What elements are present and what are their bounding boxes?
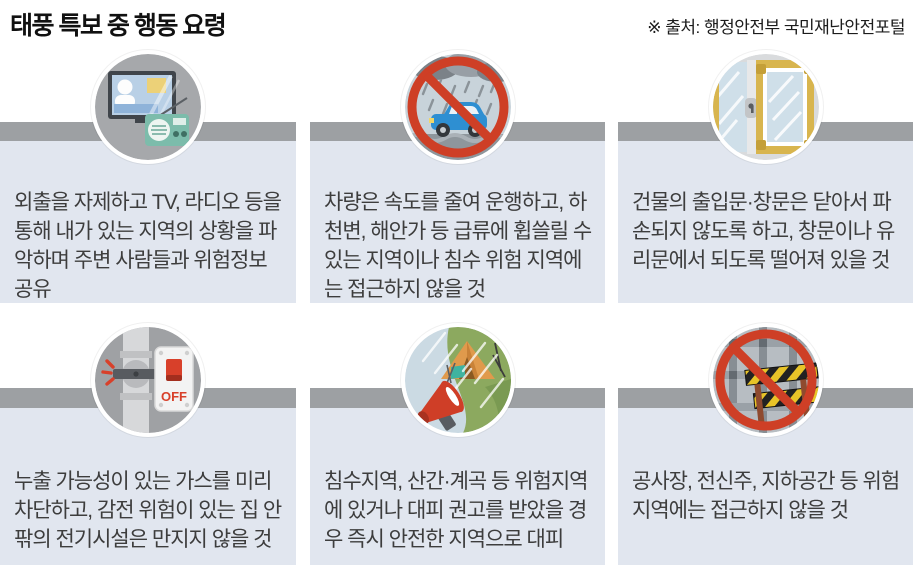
- panel-text: 누출 가능성이 있는 가스를 미리 차단하고, 감전 위험이 있는 집 안팎의 …: [14, 470, 282, 551]
- closed-window-icon: [708, 50, 823, 164]
- no-driving-icon: [400, 50, 515, 164]
- panel-close-windows: 건물의 출입문·창문은 닫아서 파손되지 않도록 하고, 창문이나 유리문에서 …: [618, 0, 913, 303]
- panel-no-driving: 차량은 속도를 줄여 운행하고, 하천변, 해안가 등 급류에 휩쓸릴 수 있는…: [310, 0, 605, 303]
- no-construction-site-icon: [708, 323, 823, 437]
- panel-text: 공사장, 전신주, 지하공간 등 위험지역에는 접근하지 않을 것: [632, 470, 900, 522]
- panel-background: [310, 141, 605, 303]
- panel-gas-valve-off: OFF 누출 가능성이 있는 가스를 미리 차단하고, 감전 위험이 있는 집 …: [0, 303, 296, 575]
- panel-no-construction: 공사장, 전신주, 지하공간 등 위험지역에는 접근하지 않을 것: [618, 303, 913, 575]
- evacuation-alert-icon: [400, 323, 515, 437]
- tv-radio-icon: [91, 50, 205, 164]
- panel-background: [618, 141, 913, 303]
- panel-text: 건물의 출입문·창문은 닫아서 파손되지 않도록 하고, 창문이나 유리문에서 …: [632, 191, 895, 272]
- panel-stay-informed: 외출을 자제하고 TV, 라디오 등을 통해 내가 있는 지역의 상황을 파악하…: [0, 0, 296, 303]
- panel-background: [0, 141, 296, 303]
- source-note: ※ 출처: 행정안전부 국민재난안전포털: [647, 18, 905, 37]
- panel-evacuation: 침수지역, 산간·계곡 등 위험지역에 있거나 대피 권고를 받았을 경우 즉시…: [310, 303, 605, 575]
- gas-valve-off-icon: OFF: [91, 323, 205, 437]
- panel-text: 외출을 자제하고 TV, 라디오 등을 통해 내가 있는 지역의 상황을 파악하…: [14, 191, 282, 301]
- panel-text: 침수지역, 산간·계곡 등 위험지역에 있거나 대피 권고를 받았을 경우 즉시…: [324, 470, 589, 551]
- off-label: OFF: [161, 389, 187, 404]
- page-title: 태풍 특보 중 행동 요령: [10, 12, 227, 40]
- panel-text: 차량은 속도를 줄여 운행하고, 하천변, 해안가 등 급류에 휩쓸릴 수 있는…: [324, 191, 592, 301]
